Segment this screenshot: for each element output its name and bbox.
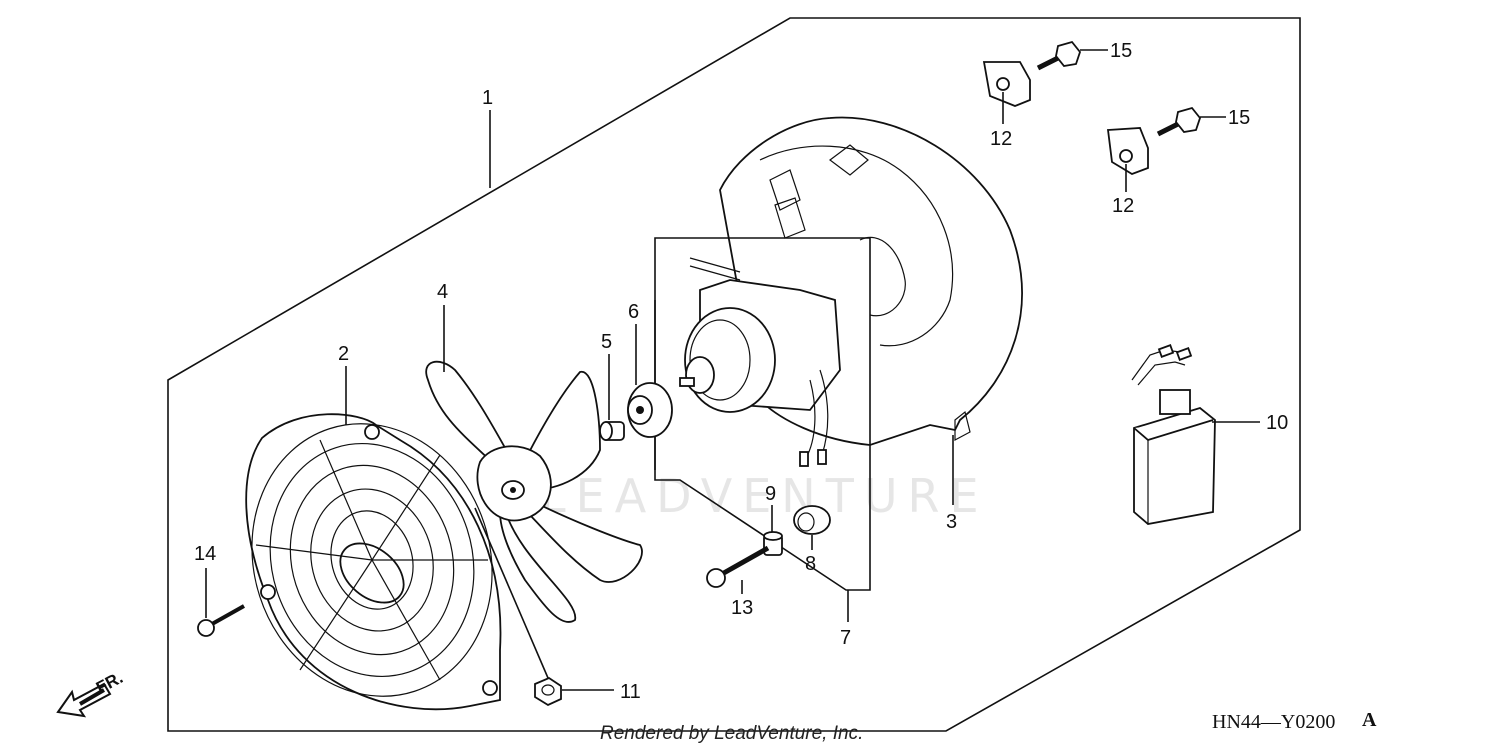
callout-9: 9 [765,483,776,505]
shroud-screw [197,604,245,637]
callout-2: 2 [338,343,349,365]
front-arrow: FR. [56,668,126,718]
callout-12-lower: 12 [1112,195,1134,217]
callout-5: 5 [601,331,612,353]
fan-blade [425,360,643,623]
callout-13: 13 [731,597,753,619]
fan-nut [534,676,562,707]
diagram-code-suffix: A [1362,709,1377,731]
clip-nut-upper [982,61,1031,107]
motor-assembly-bracket [654,237,871,591]
callout-12-upper: 12 [990,128,1012,150]
callout-10: 10 [1266,412,1288,434]
callout-4: 4 [437,281,448,303]
bolt-lower [1156,106,1202,137]
assembly-boundary [167,17,1301,732]
collar [763,531,783,556]
bolt-upper [1036,40,1082,71]
fan-shroud [245,413,502,711]
relay-unit [1131,344,1216,525]
motor-screw [706,545,770,588]
spacer [599,421,625,441]
callout-6: 6 [628,301,639,323]
fan-motor [679,257,841,467]
callout-15-upper: 15 [1110,40,1132,62]
clip-nut-lower [1106,127,1149,175]
callout-15-lower: 15 [1228,107,1250,129]
callout-8: 8 [805,553,816,575]
callout-14: 14 [194,543,216,565]
callout-3: 3 [946,511,957,533]
callout-7: 7 [840,627,851,649]
motor-collar [627,382,673,438]
callout-11: 11 [620,681,641,703]
diagram-code: HN44—Y0200 [1212,711,1335,733]
rendered-by-text: Rendered by LeadVenture, Inc. [600,723,863,744]
leader-lines [205,49,1260,691]
grommet [793,505,831,535]
callout-1: 1 [482,87,493,109]
watermark: LEADVENTURE [540,469,989,523]
